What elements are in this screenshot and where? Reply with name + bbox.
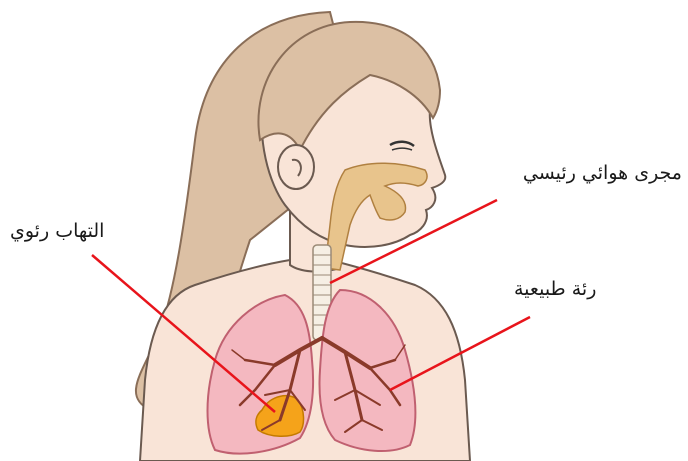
label-pneumonia: التهاب رئوي (10, 220, 104, 242)
ear (278, 145, 314, 189)
label-normal-lung: رئة طبيعية (514, 278, 596, 300)
label-main-airway: مجرى هوائي رئيسي (523, 162, 682, 184)
